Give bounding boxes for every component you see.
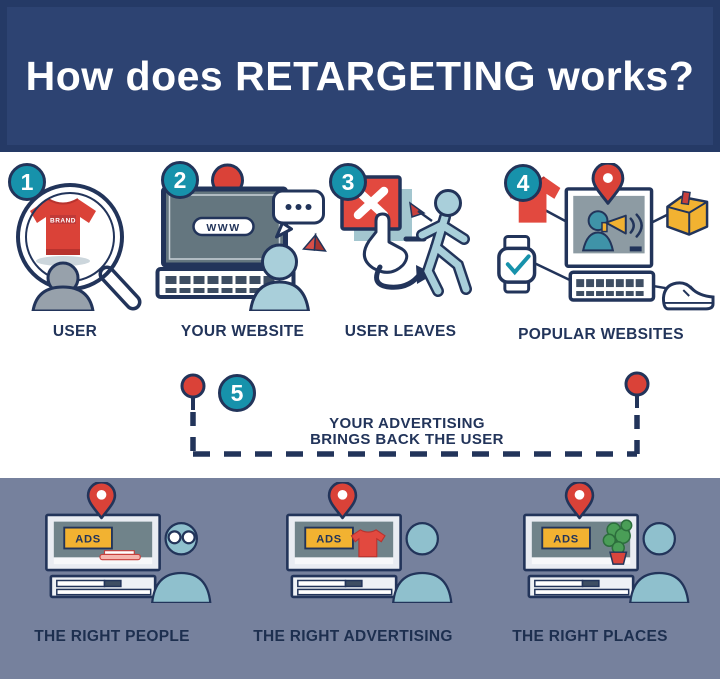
step-label-user: USER: [52, 323, 98, 340]
hand-cursor-icon: [362, 212, 409, 274]
page-title: How does RETARGETING works?: [25, 52, 695, 99]
laptop-website-icon: WWW: [155, 163, 327, 313]
step-label-user-leaves: USER LEAVES: [344, 323, 457, 340]
step-item-popular-websites: POPULAR WEBSITES: [487, 161, 715, 344]
potted-plant-icon: [602, 519, 633, 565]
step-number-badge-5: 5: [218, 374, 256, 412]
glasses-icon: [167, 530, 182, 545]
step-number-badge-3: 3: [329, 163, 367, 201]
ads-monitor-people-icon: ADS: [45, 480, 212, 604]
return-arrow-icon: [374, 264, 423, 290]
result-item-right-places: ADS THE RIGHT PLACES: [490, 480, 690, 646]
step5-caption-line1: YOUR ADVERTISING: [329, 415, 485, 432]
check-icon: [505, 254, 531, 276]
step-number-badge-2: 2: [161, 161, 199, 199]
result-item-right-advertising: ADS THE RIGHT ADVERTISING: [253, 480, 453, 646]
ads-text: ADS: [316, 534, 342, 546]
map-pin-icon: [86, 480, 117, 520]
ads-text: ADS: [75, 534, 101, 546]
map-pin-icon: [327, 480, 358, 520]
step-number-5: 5: [230, 379, 244, 406]
smartwatch-icon: [497, 246, 537, 284]
step-number-badge-1: 1: [8, 163, 46, 201]
viewer-person-icon: [642, 522, 676, 556]
step-number-4: 4: [516, 169, 530, 196]
viewer-person-icon: [405, 522, 439, 556]
user-search-icon: BRAND: [16, 183, 142, 313]
result-label-right-advertising: THE RIGHT ADVERTISING: [253, 628, 453, 645]
result-item-right-people: ADS THE RIGHT PEOPLE: [12, 480, 212, 646]
dart-icon: [301, 232, 317, 251]
brand-shirt-text: BRAND: [50, 218, 76, 225]
step-number-badge-4: 4: [504, 164, 542, 202]
www-address-text: WWW: [206, 222, 240, 234]
map-pin-icon: [591, 161, 625, 205]
close-walk-away-icon: [340, 175, 472, 297]
package-box-icon: [666, 195, 709, 236]
step5-caption-line2: BRINGS BACK THE USER: [310, 431, 504, 448]
ads-banner: [541, 526, 591, 550]
step-label-your-website: YOUR WEBSITE: [180, 323, 305, 340]
header-banner: How does RETARGETING works?: [0, 0, 720, 152]
results-section: ADS THE RIGHT PEOPLE ADS: [0, 478, 720, 679]
result-label-right-places: THE RIGHT PLACES: [512, 628, 668, 645]
route-pin-right-icon: [624, 371, 650, 397]
step-number-1: 1: [20, 168, 34, 195]
route-pin-left-icon: [180, 373, 206, 399]
step-item-user: BRAND USER: [0, 163, 150, 341]
step-label-popular-websites: POPULAR WEBSITES: [518, 326, 684, 343]
megaphone-icon: [604, 214, 627, 235]
step-item-your-website: WWW YOUR WEBSITE: [155, 163, 330, 341]
result-label-right-people: THE RIGHT PEOPLE: [34, 628, 190, 645]
step-number-3: 3: [341, 168, 355, 195]
step-number-2: 2: [173, 166, 187, 193]
ads-text: ADS: [553, 534, 579, 546]
step-item-user-leaves: USER LEAVES: [318, 163, 483, 341]
map-pin-icon: [564, 480, 595, 520]
tshirt-icon: [350, 529, 386, 558]
popular-websites-icon: [497, 161, 715, 311]
ads-monitor-advertising-icon: ADS: [286, 480, 453, 604]
step5-caption: YOUR ADVERTISING BRINGS BACK THE USER: [283, 414, 531, 450]
ads-monitor-places-icon: ADS: [523, 480, 690, 604]
ads-banner: [63, 526, 113, 550]
return-route-path: [180, 371, 650, 457]
